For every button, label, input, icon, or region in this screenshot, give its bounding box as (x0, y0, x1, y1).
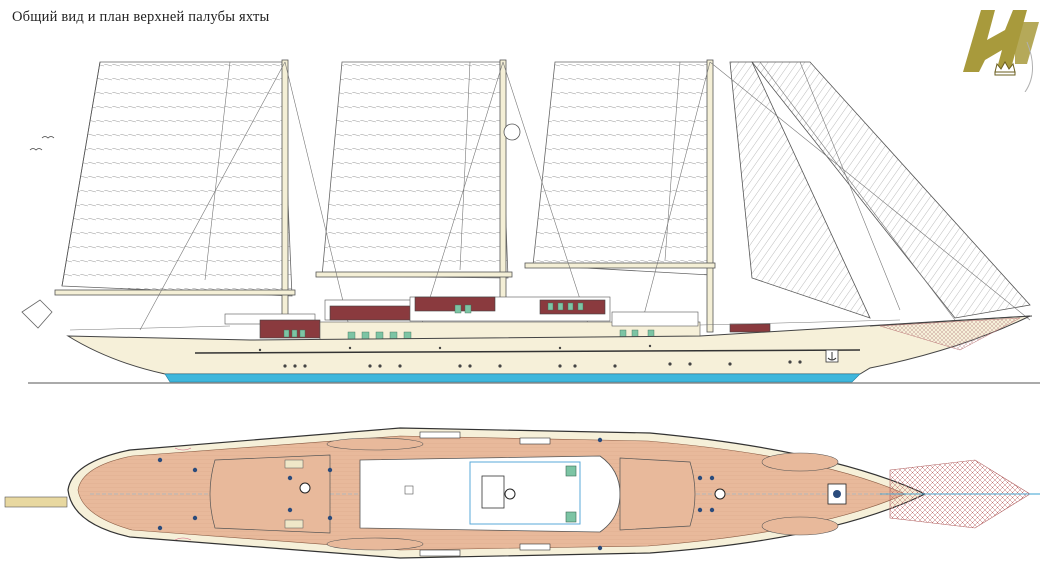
anchor-icon (825, 349, 839, 363)
stern-seating (174, 447, 192, 541)
skylights (419, 431, 551, 557)
birds-icon (29, 136, 55, 151)
deck-railing (69, 319, 901, 331)
mizzen-boom (54, 289, 296, 296)
helm-station (481, 475, 505, 509)
page-title: Общий вид и план верхней палубы яхты (12, 9, 270, 25)
fore-boom (524, 262, 716, 269)
genoa-sail (751, 61, 1031, 319)
logo-monogram (963, 10, 1027, 72)
fore-sail (532, 61, 711, 276)
sheer-stripe (194, 349, 861, 354)
sun-lounger (284, 519, 304, 529)
upper-deck-plan (4, 427, 1040, 559)
mizzen-mast (281, 59, 289, 323)
main-sail (321, 61, 509, 279)
fore-mast (706, 59, 714, 333)
hatch (565, 465, 577, 477)
tender-icon (326, 437, 839, 551)
yacht-side-profile (21, 59, 1040, 384)
staysail (729, 61, 871, 319)
radome-icon (503, 123, 521, 141)
hatch (404, 485, 414, 495)
crown-icon (994, 60, 1016, 76)
mizzen-sail (61, 61, 293, 297)
boot-stripe (164, 373, 861, 383)
mast-icon (299, 482, 726, 500)
winch-icon (157, 437, 715, 551)
deckhouse-windows (283, 302, 655, 342)
bow-netting (879, 317, 1021, 351)
skylight-outer (469, 461, 581, 525)
fwd-cockpit (619, 457, 696, 531)
brand-logo-icon (963, 10, 1039, 92)
bowsprit (869, 315, 1033, 327)
rigging (139, 61, 1031, 331)
ensign-flag-icon (21, 299, 53, 329)
aft-cockpit (209, 454, 331, 534)
windlass-icon (827, 483, 847, 505)
hatch (565, 511, 577, 523)
portholes (258, 344, 802, 368)
sun-lounger (284, 459, 304, 469)
swim-ladder (4, 496, 68, 508)
main-boom (315, 271, 513, 278)
logo-swoosh (1024, 41, 1033, 92)
hull (66, 315, 1031, 375)
